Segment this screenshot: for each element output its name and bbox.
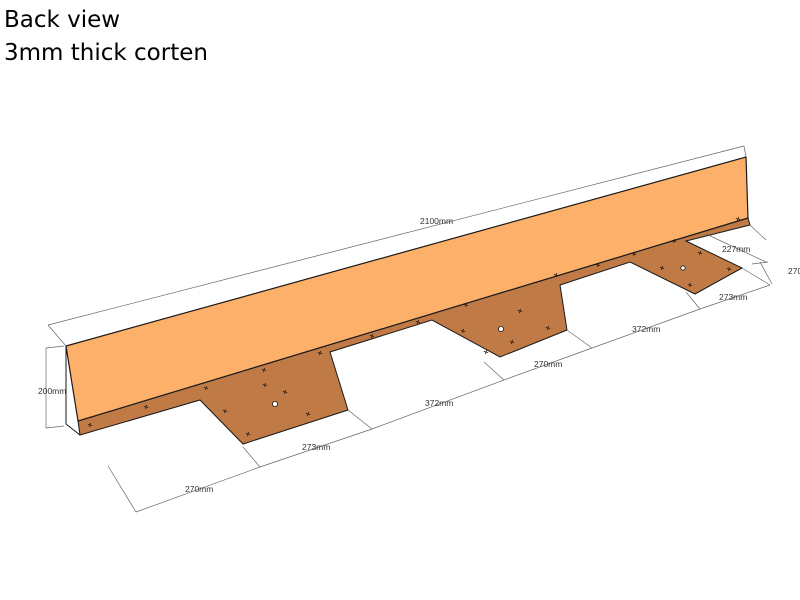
gap-dimension-1: 270mm <box>107 446 261 513</box>
fixing-mark <box>687 282 693 288</box>
height-label: 200mm <box>38 386 66 396</box>
gap-label-2: 270mm <box>534 359 562 369</box>
fixing-mark <box>697 250 703 256</box>
fixing-mark <box>483 349 489 355</box>
title-view: Back view <box>4 7 121 33</box>
spacing-label-1: 372mm <box>425 398 453 408</box>
fixing-mark <box>553 272 559 278</box>
spacing-dimension-2: 372mm <box>591 291 701 349</box>
end-width-dimension: 227mm <box>705 224 767 263</box>
fixing-mark <box>463 302 469 308</box>
length-label: 2100mm <box>420 216 453 226</box>
gap-dimension-2: 270mm <box>503 329 593 381</box>
spacing-dimension-1: 372mm <box>371 361 505 430</box>
title-material: 3mm thick corten <box>4 40 208 66</box>
wall-bottom-edge <box>65 423 81 436</box>
tab-label-2: 273mm <box>719 292 747 302</box>
fixing-mark <box>317 350 323 356</box>
fixing-mark <box>369 333 375 339</box>
fixing-mark <box>460 328 466 334</box>
fixing-mark <box>517 308 523 314</box>
fixing-mark <box>631 251 637 257</box>
fixing-mark <box>87 422 93 428</box>
fixing-mark <box>659 265 665 271</box>
wall-face <box>65 156 749 422</box>
fixing-mark <box>509 339 515 345</box>
fixing-marks <box>87 216 741 437</box>
fixing-mark <box>282 389 288 395</box>
length-dimension: 2100mm <box>47 145 747 347</box>
fixing-mark <box>305 411 311 417</box>
fixing-mark <box>726 266 732 272</box>
spacing-label-2: 372mm <box>632 324 660 334</box>
tab-label-1: 273mm <box>302 442 330 452</box>
end-depth-label: 270 <box>788 266 800 276</box>
fixing-mark <box>671 238 677 244</box>
fixing-mark <box>545 325 551 331</box>
fixing-mark <box>261 367 267 373</box>
tab-dimension-1: 273mm <box>259 409 373 468</box>
fixing-mark <box>245 431 251 437</box>
fixing-mark <box>203 385 209 391</box>
fixing-mark <box>735 216 741 222</box>
fixing-mark <box>222 408 228 414</box>
fixing-mark <box>415 319 421 325</box>
fixing-mark <box>262 382 268 388</box>
height-dimension: 200mm <box>38 345 66 429</box>
title-block: Back view 3mm thick corten <box>4 4 208 70</box>
bolt-holes <box>271 265 686 407</box>
gap-label-1: 270mm <box>185 484 213 494</box>
tab-dimension-2: 273mm <box>699 267 771 310</box>
fixing-mark <box>143 404 149 410</box>
end-depth-dimension: 270 <box>751 261 800 285</box>
fixing-mark <box>595 262 601 268</box>
end-width-label: 227mm <box>722 244 750 254</box>
